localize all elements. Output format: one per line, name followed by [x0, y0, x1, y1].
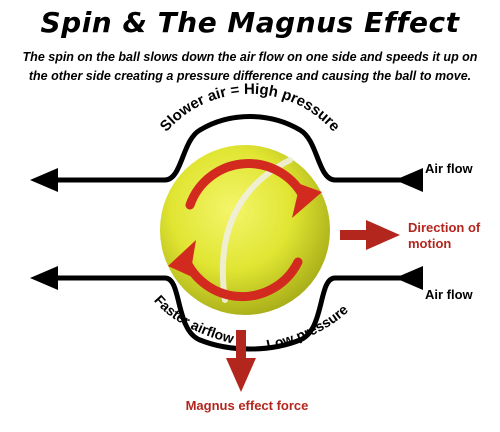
top-airflow-arrow	[30, 114, 423, 192]
top-arc-label: Slower air = High pressure	[157, 81, 343, 135]
air-flow-top-label: Air flow	[425, 161, 474, 176]
spin-arrowhead-bottom	[168, 240, 196, 276]
air-flow-bottom-label: Air flow	[425, 287, 474, 302]
tennis-ball	[160, 145, 330, 315]
direction-label-line2: motion	[408, 236, 451, 251]
direction-label-line1: Direction of	[408, 220, 481, 235]
spin-arrowhead-top	[292, 184, 322, 218]
bottom-left-arrowhead	[30, 266, 58, 290]
page-title: Spin & The Magnus Effect	[40, 6, 460, 39]
top-right-arrowhead	[395, 168, 423, 192]
magnus-force-arrow	[226, 330, 256, 392]
bottom-airflow-arrow	[30, 266, 423, 352]
spin-arrows	[168, 159, 322, 302]
low-pressure-label: Low pressure	[265, 301, 351, 353]
top-left-arrowhead	[30, 168, 58, 192]
direction-arrow	[340, 220, 400, 250]
page-subtitle: The spin on the ball slows down the air …	[22, 50, 478, 83]
magnus-force-label: Magnus effect force	[186, 398, 309, 413]
bottom-right-arrowhead	[395, 266, 423, 290]
